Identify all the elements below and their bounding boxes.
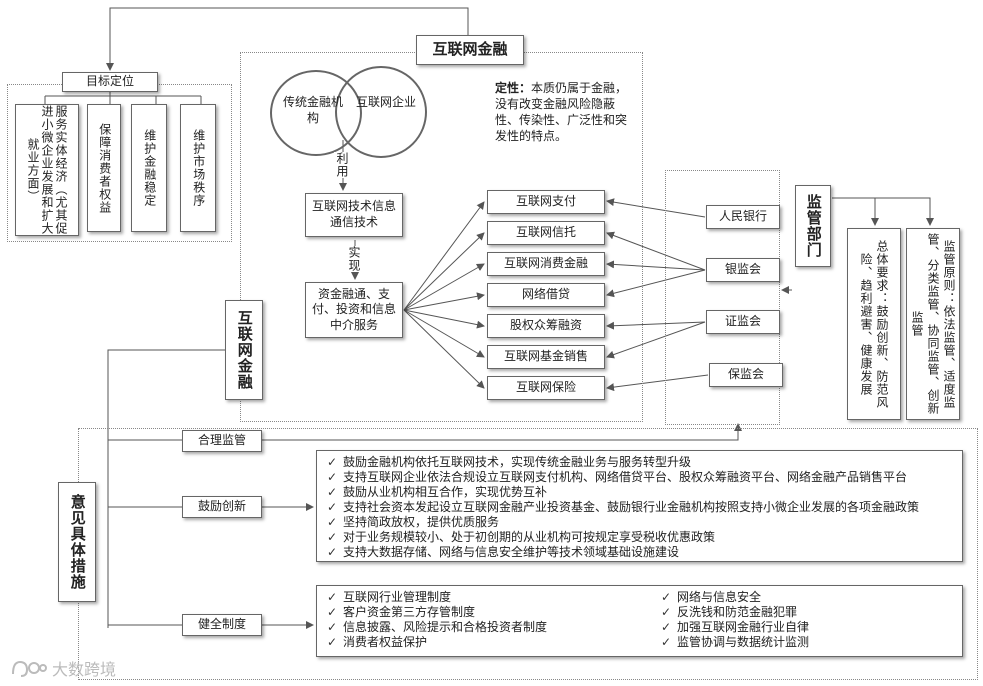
list-item: ✓消费者权益保护 bbox=[327, 635, 428, 649]
check-icon: ✓ bbox=[327, 590, 338, 604]
system-list-right: ✓网络与信息安全 ✓反洗钱和防范金融犯罪 ✓加强互联网金融行业自律 ✓监管协调与… bbox=[661, 590, 809, 650]
check-icon: ✓ bbox=[327, 635, 338, 649]
list-item: ✓支持互联网企业依法合规设立互联网支付机构、网络借贷平台、股权众筹融资平台、网络… bbox=[327, 470, 908, 484]
venn-left-label: 传统金融机构 bbox=[283, 95, 344, 126]
category-p2p-lending: 网络借贷 bbox=[487, 283, 605, 307]
page-title: 互联网金融 bbox=[416, 35, 524, 65]
reasonable-supervision-label: 合理监管 bbox=[182, 430, 262, 452]
check-icon: ✓ bbox=[327, 455, 338, 469]
check-icon: ✓ bbox=[327, 605, 338, 619]
list-item: ✓客户资金第三方存管制度 bbox=[327, 605, 476, 619]
venn-right-circle bbox=[335, 66, 427, 158]
check-icon: ✓ bbox=[327, 470, 338, 484]
goals-bracket bbox=[44, 88, 202, 104]
check-icon: ✓ bbox=[327, 485, 338, 499]
goal-financial-stability: 维护金融稳定 bbox=[131, 104, 167, 232]
check-icon: ✓ bbox=[327, 545, 338, 559]
venn-right-label: 互联网企业 bbox=[356, 95, 417, 109]
list-item: ✓坚持简政放权，提供优质服务 bbox=[327, 515, 500, 529]
goal-consumer-rights: 保障消费者权益 bbox=[87, 104, 121, 232]
check-icon: ✓ bbox=[661, 590, 672, 604]
category-internet-insurance: 互联网保险 bbox=[487, 376, 605, 400]
list-item: ✓支持社会资本发起设立互联网金融产业投资基金、鼓励银行业金融机构按照支持小微企业… bbox=[327, 500, 920, 514]
list-item: ✓监管协调与数据统计监测 bbox=[661, 635, 810, 649]
title-to-goals-arrow bbox=[106, 7, 469, 71]
system-list-box: ✓互联网行业管理制度 ✓客户资金第三方存管制度 ✓信息披露、风险提示和合格投资者… bbox=[316, 585, 963, 657]
service-box: 资金融通、支付、投资和信息中介服务 bbox=[305, 282, 403, 338]
list-item: ✓信息披露、风险提示和合格投资者制度 bbox=[327, 620, 548, 634]
watermark-text: 大数跨境 bbox=[52, 660, 117, 679]
encourage-innovation-label: 鼓励创新 bbox=[182, 496, 262, 518]
category-fund-sales: 互联网基金销售 bbox=[487, 345, 605, 369]
category-internet-payment: 互联网支付 bbox=[487, 190, 605, 214]
check-icon: ✓ bbox=[327, 515, 338, 529]
goal-serve-economy: 服务实体经济（尤其促进小微企业发展和扩大就业方面） bbox=[15, 104, 79, 236]
innovation-list-box: ✓鼓励金融机构依托互联网技术，实现传统金融业务与服务转型升级 ✓支持互联网企业依… bbox=[316, 450, 963, 562]
list-item: ✓加强互联网金融行业自律 bbox=[661, 620, 810, 634]
supervision-title: 监管部门 bbox=[795, 185, 831, 267]
check-icon: ✓ bbox=[327, 500, 338, 514]
list-item: ✓网络与信息安全 bbox=[661, 590, 762, 604]
innovation-list: ✓鼓励金融机构依托互联网技术，实现传统金融业务与服务转型升级 ✓支持互联网企业依… bbox=[327, 455, 952, 560]
list-item: ✓互联网行业管理制度 bbox=[327, 590, 452, 604]
supervision-principles: 监管原则：依法监管、适度监管、分类监管、协同监管、创新监管 bbox=[906, 228, 960, 420]
list-item: ✓鼓励金融机构依托互联网技术，实现传统金融业务与服务转型升级 bbox=[327, 455, 692, 469]
realize-label: 实现 bbox=[346, 246, 363, 272]
supervision-general-requirements: 总体要求：鼓励创新、防范风险、趋利避害、健康发展 bbox=[847, 228, 901, 420]
regulators-region bbox=[665, 170, 780, 425]
category-consumer-finance: 互联网消费金融 bbox=[487, 252, 605, 276]
list-item: ✓反洗钱和防范金融犯罪 bbox=[661, 605, 798, 619]
check-icon: ✓ bbox=[661, 620, 672, 634]
side-internet-finance-label: 互联网金融 bbox=[225, 300, 263, 400]
nature-label: 定性： bbox=[495, 81, 532, 95]
nature-note: 定性：本质仍属于金融，没有改变金融风险隐蔽性、传染性、广泛性和突发性的特点。 bbox=[495, 80, 635, 144]
category-equity-crowdfunding: 股权众筹融资 bbox=[487, 314, 605, 338]
regulator-pboc: 人民银行 bbox=[706, 205, 780, 229]
goals-label: 目标定位 bbox=[62, 72, 158, 92]
watermark-logo-icon bbox=[12, 660, 47, 677]
regulator-circ: 保监会 bbox=[709, 363, 783, 387]
tech-box: 互联网技术信息通信技术 bbox=[305, 193, 403, 237]
regulator-cbrc: 银监会 bbox=[706, 258, 780, 282]
goal-market-order: 维护市场秩序 bbox=[180, 104, 216, 232]
check-icon: ✓ bbox=[661, 635, 672, 649]
system-list-left: ✓互联网行业管理制度 ✓客户资金第三方存管制度 ✓信息披露、风险提示和合格投资者… bbox=[327, 590, 547, 650]
nature-text: 本质仍属于金融，没有改变金融风险隐蔽性、传染性、广泛性和突发性的特点。 bbox=[495, 81, 628, 143]
use-label: 利用 bbox=[334, 152, 351, 178]
list-item: ✓鼓励从业机构相互合作，实现优势互补 bbox=[327, 485, 548, 499]
list-item: ✓对于业务规模较小、处于初创期的从业机构可按规定享受税收优惠政策 bbox=[327, 530, 716, 544]
regulator-csrc: 证监会 bbox=[706, 310, 780, 334]
measures-title: 意见具体措施 bbox=[58, 482, 96, 602]
check-icon: ✓ bbox=[661, 605, 672, 619]
watermark: 大数跨境 bbox=[10, 656, 116, 680]
improve-system-label: 健全制度 bbox=[182, 614, 262, 636]
check-icon: ✓ bbox=[327, 530, 338, 544]
list-item: ✓支持大数据存储、网络与信息安全维护等技术领域基础设施建设 bbox=[327, 545, 680, 559]
check-icon: ✓ bbox=[327, 620, 338, 634]
category-internet-trust: 互联网信托 bbox=[487, 221, 605, 245]
